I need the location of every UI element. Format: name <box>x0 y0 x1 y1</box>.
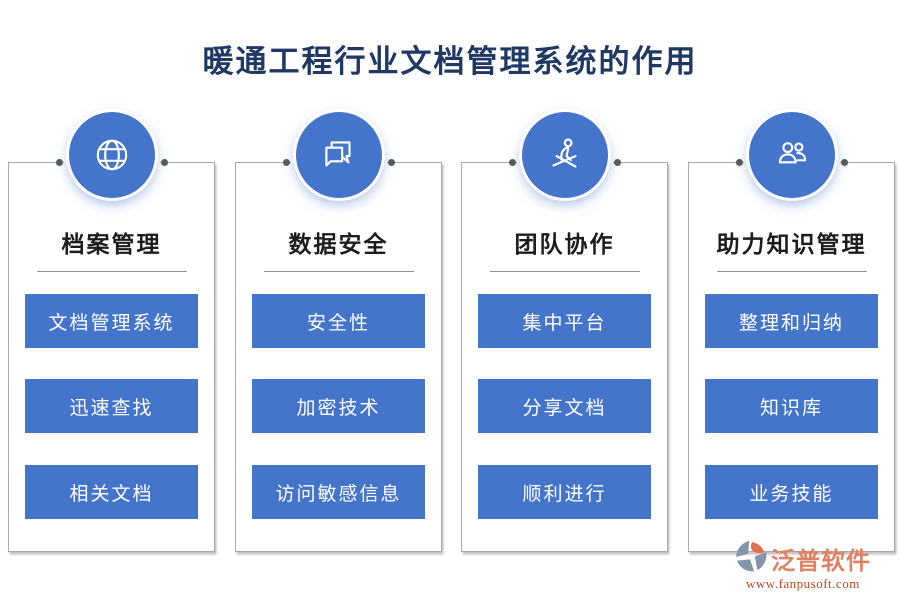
column-data-security: 数据安全 安全性 加密技术 访问敏感信息 <box>235 0 442 600</box>
connector-dot <box>613 159 621 166</box>
connector-dot <box>387 159 395 166</box>
globe-icon <box>91 134 133 176</box>
title-underline <box>716 271 867 272</box>
card-title: 助力知识管理 <box>716 232 867 257</box>
brand-name: 泛普软件 <box>771 549 871 575</box>
brand-block: 泛普软件 www.fanpusoft.com <box>734 539 894 592</box>
item-pill: 相关文档 <box>25 465 198 519</box>
column-knowledge-management: 助力知识管理 整理和归纳 知识库 业务技能 <box>688 0 895 600</box>
icon-bubble <box>748 112 835 198</box>
card-title: 团队协作 <box>514 232 615 257</box>
fanpu-logo-icon <box>734 539 768 578</box>
connector-dot <box>840 159 848 166</box>
chat-bubbles-icon <box>318 134 360 176</box>
icon-bubble <box>521 112 608 198</box>
card-team-collaboration: 团队协作 集中平台 分享文档 顺利进行 <box>461 162 668 552</box>
connector-dot <box>735 159 743 166</box>
users-icon <box>771 134 813 176</box>
item-pill: 集中平台 <box>478 294 651 348</box>
item-pill: 整理和归纳 <box>705 294 878 348</box>
title-underline <box>36 271 187 272</box>
card-title: 数据安全 <box>288 232 389 257</box>
card-data-security: 数据安全 安全性 加密技术 访问敏感信息 <box>235 162 442 552</box>
card-knowledge-management: 助力知识管理 整理和归纳 知识库 业务技能 <box>688 162 895 552</box>
title-underline <box>263 271 414 272</box>
page-title: 暖通工程行业文档管理系统的作用 <box>202 44 698 79</box>
icon-bubble <box>295 112 382 198</box>
connector-dot <box>55 159 63 166</box>
connector-dot <box>508 159 516 166</box>
item-pill: 顺利进行 <box>478 465 651 519</box>
card-archive-management: 档案管理 文档管理系统 迅速查找 相关文档 <box>8 162 215 552</box>
item-pill: 访问敏感信息 <box>252 465 425 519</box>
title-underline <box>489 271 640 272</box>
person-activity-icon <box>544 134 586 176</box>
column-archive-management: 档案管理 文档管理系统 迅速查找 相关文档 <box>8 0 215 600</box>
connector-dot <box>282 159 290 166</box>
item-pill: 分享文档 <box>478 379 651 433</box>
item-pill: 文档管理系统 <box>25 294 198 348</box>
item-pill: 迅速查找 <box>25 379 198 433</box>
item-pill: 知识库 <box>705 379 878 433</box>
item-pill: 业务技能 <box>705 465 878 519</box>
icon-bubble <box>68 112 155 198</box>
item-pill: 安全性 <box>252 294 425 348</box>
item-pill: 加密技术 <box>252 379 425 433</box>
column-team-collaboration: 团队协作 集中平台 分享文档 顺利进行 <box>461 0 668 600</box>
connector-dot <box>160 159 168 166</box>
brand-url-link[interactable]: www.fanpusoft.com <box>746 576 860 591</box>
card-title: 档案管理 <box>61 232 162 257</box>
